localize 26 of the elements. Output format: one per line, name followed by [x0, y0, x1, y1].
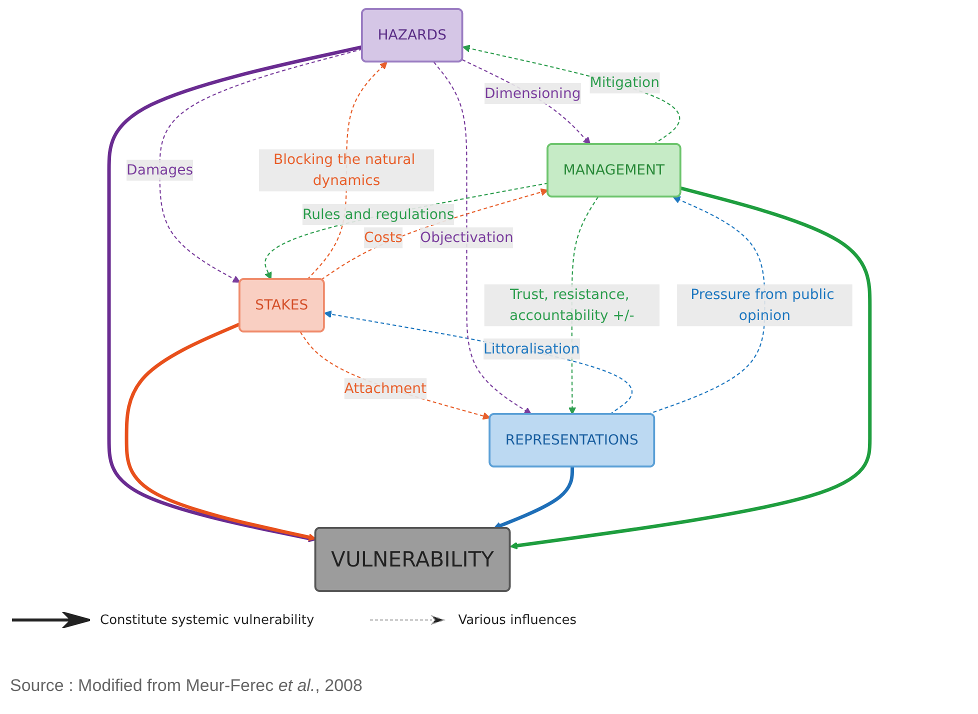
- arrow: [324, 310, 632, 415]
- source-caption: Source : Modified from Meur-Ferec et al., 2008: [10, 676, 362, 696]
- arrow: [492, 466, 574, 530]
- arrow: [432, 62, 532, 415]
- legend-label: Constitute systemic vulnerability: [100, 612, 314, 628]
- edge-label: Attachment: [344, 380, 426, 397]
- edge-label: Blocking the natural dynamics: [273, 150, 415, 189]
- arrow: [299, 332, 490, 420]
- arrow: [158, 48, 362, 283]
- edge-label: Littoralisation: [483, 340, 580, 357]
- arrow: [124, 322, 316, 541]
- edge-label: Trust, resistance, accountability +/-: [509, 286, 634, 324]
- legend-label: Various influences: [458, 612, 577, 628]
- arrow: [264, 182, 548, 280]
- edge-label: Dimensioning: [484, 84, 580, 102]
- edge-label: Mitigation: [589, 74, 660, 91]
- arrow: [462, 44, 680, 145]
- edge-label: Costs: [364, 229, 402, 246]
- edge-label: Damages: [126, 162, 193, 178]
- arrow: [320, 188, 548, 280]
- arrow: [462, 59, 590, 145]
- edge-label: Pressure from public opinion: [690, 286, 834, 324]
- arrow: [509, 186, 872, 550]
- edge-label: Objectivation: [420, 229, 513, 246]
- arrow: [106, 45, 362, 542]
- edge-label: Rules and regulations: [302, 206, 454, 222]
